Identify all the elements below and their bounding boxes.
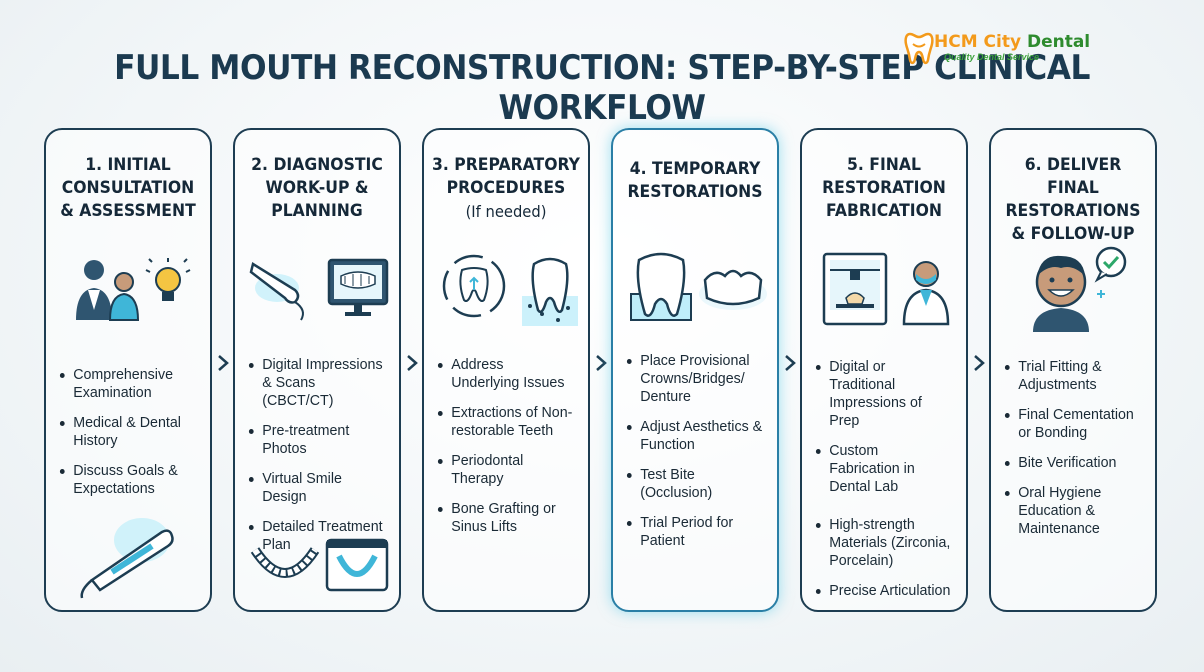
patient-doctor-icon (76, 260, 140, 321)
step-items: Trial Fitting & Adjustments Final Cement… (1003, 358, 1149, 550)
tooth-cycle-icon (442, 254, 506, 318)
scanner-wand-icon (249, 262, 304, 321)
step2-bottom-icons (250, 538, 389, 592)
step1-icons (76, 258, 191, 321)
brand-name-part1: HCM City (934, 32, 1027, 52)
list-item: Address Underlying Issues (436, 356, 575, 392)
crown-icon (699, 269, 767, 310)
flow-arrow (779, 348, 801, 378)
step-items: Comprehensive Examination Medical & Dent… (58, 366, 204, 510)
flow-arrow (212, 348, 234, 378)
tooth-gum-icon (630, 252, 692, 321)
list-item: Place Provisional Crowns/Bridges/ Dentur… (625, 352, 764, 406)
step-items: Address Underlying Issues Extractions of… (436, 356, 582, 548)
list-item: Comprehensive Examination (58, 366, 197, 402)
step2-icons (249, 258, 389, 321)
list-item: Final Cementation or Bonding (1003, 406, 1142, 442)
list-item: Trial Period for Patient (625, 514, 764, 550)
list-item: Bone Grafting or Sinus Lifts (436, 500, 575, 536)
list-item: Bite Verification (1003, 454, 1142, 472)
step-items: Digital Impressions & Scans (CBCT/CT) Pr… (247, 356, 393, 566)
list-item: Virtual Smile Design (247, 470, 386, 506)
dental-arch-icon (250, 547, 320, 578)
list-item: Oral Hygiene Education & Maintenance (1003, 484, 1142, 538)
list-item: Medical & Dental History (58, 414, 197, 450)
technician-icon (902, 261, 950, 326)
list-item: Pre-treatment Photos (247, 422, 386, 458)
flow-arrow (590, 348, 612, 378)
printer-3d-icon (822, 252, 888, 326)
arch-scan-icon (325, 538, 389, 592)
step-subtitle: (If needed) (465, 202, 547, 221)
flow-arrow (401, 348, 423, 378)
step3-icons (442, 254, 578, 326)
check-bubble-icon (1094, 246, 1127, 298)
list-item: Trial Fitting & Adjustments (1003, 358, 1142, 394)
step6-icons (1033, 246, 1127, 332)
monitor-scan-icon (327, 258, 389, 316)
tooth-implant-graft-icon (522, 257, 578, 326)
step-items: Digital or Traditional Impressions of Pr… (814, 358, 960, 612)
list-item: Adjust Aesthetics & Function (625, 418, 764, 454)
list-item: Detailed Treatment Plan (247, 518, 386, 554)
list-item: Digital or Traditional Impressions of Pr… (814, 358, 953, 430)
list-item: Test Bite (Occlusion) (625, 466, 764, 502)
list-item: Extractions of Non-restorable Teeth (436, 404, 575, 440)
list-item: High-strength Materials (Zirconia, Porce… (814, 516, 953, 570)
list-item: Custom Fabrication in Dental Lab (814, 442, 953, 496)
brand-name-part2: Dental (1026, 32, 1091, 52)
flow-arrow (968, 348, 990, 378)
intraoral-scanner-icon (80, 518, 174, 599)
step-items: Place Provisional Crowns/Bridges/ Dentur… (625, 352, 771, 562)
smiling-patient-icon (1033, 255, 1089, 332)
tooth-logo-icon (904, 32, 934, 65)
step5-icons (822, 252, 950, 326)
brand-tagline: Quality Dental Service (944, 52, 1040, 62)
list-item: Precise Articulation (814, 582, 953, 600)
list-item: Discuss Goals & Expectations (58, 462, 197, 498)
list-item: Digital Impressions & Scans (CBCT/CT) (247, 356, 386, 410)
brand-logo: HCM City Dental Quality Dental Service (904, 30, 1094, 66)
list-item: Periodontal Therapy (436, 452, 575, 488)
step4-icons (630, 252, 767, 321)
lightbulb-icon (145, 258, 191, 301)
